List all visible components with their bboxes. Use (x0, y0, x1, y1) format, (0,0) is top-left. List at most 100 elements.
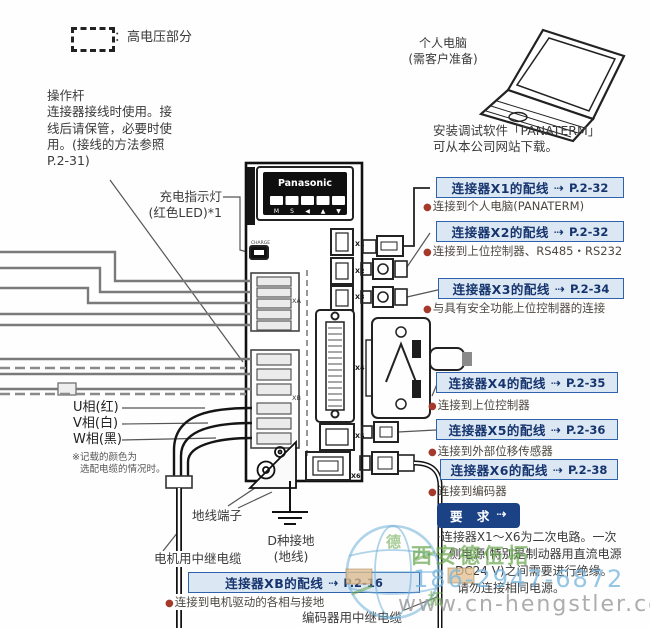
bullet-dot: ● (428, 401, 437, 412)
phase-u-label: U相(红) (73, 400, 119, 415)
encoder-cable-label: 编码器用中继电缆 (300, 610, 405, 627)
bullet-dot: ● (165, 598, 174, 609)
x2-label: X2 (355, 267, 365, 275)
laptop-illustration (478, 28, 626, 143)
bullet-dot: ● (423, 304, 432, 315)
callout-x4-box: 连接器X4的配线 ⇢ P.2-35 (436, 372, 618, 393)
panaterm-note-line: 安装调试软件「PANATERM」 (433, 123, 601, 138)
callout-x1-title: 连接器X1的配线 (451, 181, 549, 196)
requirement-line: ·连接器X1～X6为二次电路。一次 (437, 530, 617, 544)
requirement-line: DC24 V)之间需要进行绝缘。 (455, 564, 613, 578)
watermark-seal-char: 拓 (428, 590, 444, 608)
charge-label: CHARGE (251, 240, 270, 246)
dashed-arrow-icon: ⇢ (496, 506, 512, 521)
x6-plug-encoder-cable (359, 451, 443, 628)
earth-label-line: D种接地 (267, 533, 315, 548)
button-left-label: ◀ (305, 208, 310, 215)
power-wires-xa (0, 250, 251, 327)
callout-xb-title: 连接器XB的配线 (225, 576, 324, 591)
callout-x1-box: 连接器X1的配线 ⇢ P.2-32 (436, 177, 624, 198)
x1-label: X1 (355, 240, 365, 248)
dashed-arrow-icon: ⇢ (553, 180, 564, 195)
callout-x1-bullet: ●连接到个人电脑(PANATERM) (423, 198, 584, 214)
callout-x4-page: P.2-35 (565, 375, 606, 390)
x6-label: X6 (351, 472, 361, 480)
dashed-arrow-icon: ⇢ (552, 462, 563, 477)
x3-label: X3 (355, 293, 365, 301)
callout-x2-bullet-text: 连接到上位控制器、RS485・RS232 (432, 244, 623, 258)
x1-usb-plug (362, 187, 430, 257)
callout-x3-bullet: ●与具有安全功能上位控制器的连接 (423, 300, 605, 316)
phase-color-note-line: ※记载的颜色为 (72, 452, 137, 463)
callout-x6-page: P.2-38 (567, 462, 608, 477)
x4-label: X4 (355, 364, 365, 372)
callout-x3-box: 连接器X3的配线 ⇢ P.2-34 (438, 278, 624, 299)
requirement-line: 请勿连接相同电源。 (457, 581, 566, 595)
pc-note: 个人电脑 (需客户准备) (398, 36, 488, 67)
button-set-label: S (290, 208, 294, 215)
callout-x4-bullet: ●连接到上位控制器 (428, 397, 530, 413)
requirement-badge-label: 要 求 (450, 509, 495, 524)
lever-note-line: 连接器接线时使用。接 (47, 104, 173, 120)
lever-note: 操作杆 连接器接线时使用。接 线后请保管，必要时使 用。(接线的方法参照 P.2… (47, 88, 172, 169)
x3-plug (360, 286, 408, 308)
callout-x4-bullet-text: 连接到上位控制器 (437, 398, 530, 412)
watermark-website: www.cn-hengstler.com (398, 592, 650, 617)
bullet-dot: ● (428, 487, 437, 498)
callout-x5-box: 连接器X5的配线 ⇢ P.2-36 (436, 419, 618, 440)
callout-x2-title: 连接器X2的配线 (451, 225, 549, 240)
connector-x1 (330, 228, 354, 256)
connector-x6 (305, 451, 351, 481)
connector-xb-block: XB (250, 349, 301, 449)
phase-v-label: V相(白) (73, 416, 119, 431)
callout-x3-title: 连接器X3的配线 (452, 282, 550, 297)
dashed-arrow-icon: ⇢ (328, 575, 339, 590)
bullet-dot: ● (428, 447, 437, 458)
callout-x5-title: 连接器X5的配线 (448, 423, 546, 438)
callout-x6-bullet-text: 连接到编码器 (437, 484, 507, 498)
phase-w-label: W相(黑) (73, 432, 122, 447)
callout-x2-box: 连接器X2的配线 ⇢ P.2-32 (436, 221, 624, 242)
connector-x5 (319, 423, 355, 451)
xa-label: XA (292, 297, 301, 305)
button-up-label: ▲ (321, 208, 326, 215)
earth-label: D种接地 (地线) (258, 533, 324, 566)
high-voltage-legend-label: ：高电压部分 (114, 30, 193, 45)
high-voltage-dashed-lines (0, 270, 308, 458)
watermark-seal-char: 德 (386, 533, 402, 551)
callout-x3-page: P.2-34 (569, 281, 610, 296)
ground-terminals (247, 439, 297, 489)
motor-phase-wires (172, 406, 253, 476)
lever-note-line: P.2-31) (47, 153, 90, 168)
callout-x2-page: P.2-32 (568, 224, 609, 239)
display-panel: Panasonic M S ◀ ▲ ▼ (256, 166, 354, 221)
charge-led-note-line: 充电指示灯 (159, 189, 222, 204)
dashed-arrow-icon: ⇢ (554, 281, 565, 296)
button-down-label: ▼ (336, 208, 341, 215)
requirement-line: 侧电源(特别是制动器用直流电源 (449, 547, 622, 561)
x2-plug (360, 258, 408, 280)
lever-note-line: 操作杆 (47, 88, 85, 103)
dashed-arrow-icon: ⇢ (550, 375, 561, 390)
callout-x1-page: P.2-32 (568, 180, 609, 195)
phase-color-note: ※记载的颜色为 选配电缆的情况时。 (72, 452, 166, 477)
callout-x6-bullet: ●连接到编码器 (428, 483, 507, 499)
connector-x2 (330, 257, 354, 285)
connector-x4 (315, 309, 355, 423)
dashed-arrow-icon: ⇢ (553, 224, 564, 239)
lever-note-line: 线后请保管，必要时使 (47, 120, 173, 136)
phase-color-note-line: 选配电缆的情况时。 (80, 464, 166, 476)
callout-x4-title: 连接器X4的配线 (448, 376, 546, 391)
pc-note-line: (需客户准备) (408, 51, 478, 66)
callout-x3-bullet-text: 与具有安全功能上位控制器的连接 (432, 301, 606, 315)
motor-cable-label: 电机用中继电缆 (152, 551, 244, 568)
callout-x1-bullet-text: 连接到个人电脑(PANATERM) (432, 199, 585, 213)
requirement-badge: 要 求 ⇢ (437, 503, 520, 528)
charge-led-note: 充电指示灯 (红色LED)*1 (118, 189, 222, 222)
callout-xb-bullet: ●连接到电机驱动的各相与接地 (163, 594, 327, 610)
callout-x6-title: 连接器X6的配线 (450, 463, 548, 478)
callout-x6-box: 连接器X6的配线 ⇢ P.2-38 (440, 459, 618, 480)
watermark-company: 西安德伍拓 (411, 544, 531, 568)
